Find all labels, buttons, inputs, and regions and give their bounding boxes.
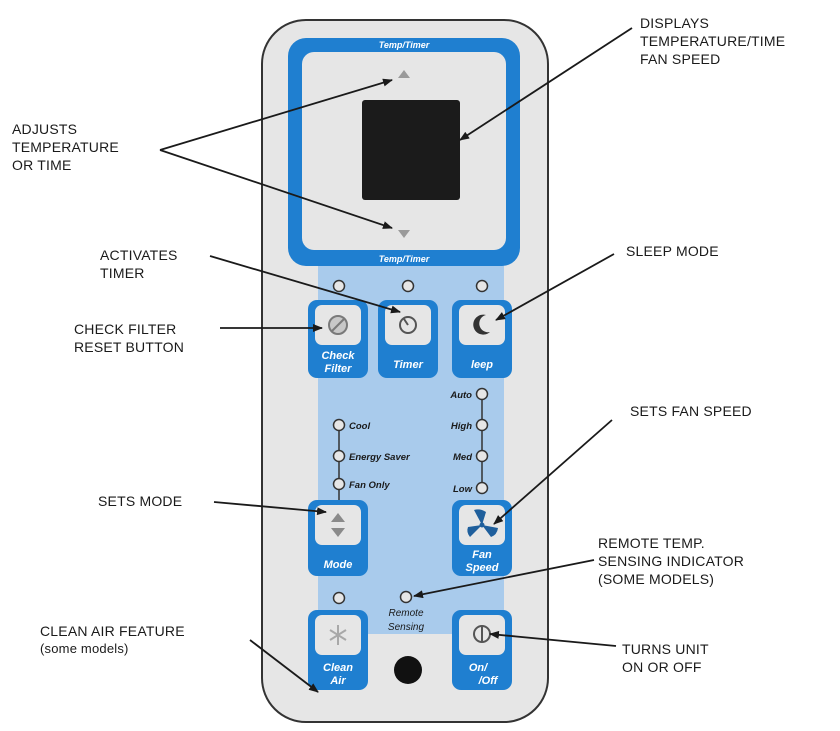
- arrow-activates: [209, 255, 401, 314]
- callout-clean-air-line-2: (some models): [40, 641, 129, 656]
- callout-adjusts: ADJUSTS TEMPERATURE OR TIME: [12, 120, 119, 174]
- callout-sleep-mode-line-1: SLEEP MODE: [626, 243, 719, 259]
- clean-air-label-2: Air: [329, 675, 346, 687]
- remote-sensing-label-1: Remote: [388, 608, 423, 619]
- fan-speed-label-2: Speed: [465, 562, 498, 574]
- callout-activates-line-1: ACTIVATES: [100, 247, 178, 263]
- callout-activates-line-2: TIMER: [100, 265, 145, 281]
- callout-displays: DISPLAYS TEMPERATURE/TIME FAN SPEED: [640, 14, 785, 68]
- fan-option-auto: Auto: [449, 390, 472, 401]
- arrow-clean-air: [249, 639, 319, 693]
- fan-speed-button[interactable]: Fan Speed: [452, 500, 512, 576]
- remote-sensing-led: [399, 590, 413, 604]
- callout-clean-air: CLEAN AIR FEATURE (some models): [40, 622, 185, 658]
- clean-air-label-1: Clean: [323, 662, 353, 674]
- timer-label: Timer: [393, 359, 423, 371]
- mode-option-cool: Cool: [349, 421, 370, 432]
- fan-speed-label-1: Fan: [472, 549, 492, 561]
- callout-remote-temp-line-3: (SOME MODELS): [598, 571, 715, 587]
- arrow-adjusts-down: [159, 149, 393, 229]
- fan-led-auto: [475, 387, 489, 401]
- callout-adjusts-line-2: TEMPERATURE: [12, 139, 119, 155]
- mode-led-fan-only: [332, 477, 346, 491]
- callout-adjusts-line-1: ADJUSTS: [12, 121, 78, 137]
- callout-check-filter-line-2: RESET BUTTON: [74, 339, 185, 355]
- on-off-label-1: On/: [469, 662, 489, 674]
- moon-icon: [473, 314, 490, 335]
- clean-air-led: [332, 591, 346, 605]
- callout-check-filter-line-1: CHECK FILTER: [74, 321, 177, 337]
- callout-sleep-mode: SLEEP MODE: [626, 242, 719, 260]
- callout-adjusts-line-3: OR TIME: [12, 157, 72, 173]
- callout-displays-line-3: FAN SPEED: [640, 51, 721, 67]
- fan-led-med: [475, 449, 489, 463]
- mode-led-cool: [332, 418, 346, 432]
- temp-down-arrow[interactable]: [398, 230, 410, 238]
- arrow-adjusts-up: [159, 78, 393, 151]
- sleep-label: leep: [471, 359, 493, 371]
- up-down-icon-lower: [331, 528, 345, 537]
- callout-displays-line-2: TEMPERATURE/TIME: [640, 33, 786, 49]
- callout-remote-temp: REMOTE TEMP. SENSING INDICATOR (SOME MOD…: [598, 534, 744, 588]
- up-down-icon: [331, 513, 345, 522]
- arrow-displays: [459, 27, 633, 141]
- ir-receiver: [394, 656, 422, 684]
- fan-led-low: [475, 481, 489, 495]
- sleep-led: [475, 279, 489, 293]
- timer-led: [401, 279, 415, 293]
- clean-air-icon: [329, 625, 347, 645]
- mode-option-fan-only: Fan Only: [349, 480, 390, 491]
- lcd-display: [362, 100, 460, 200]
- temp-up-arrow[interactable]: [398, 70, 410, 78]
- mode-led-energy-saver: [332, 449, 346, 463]
- sleep-button[interactable]: leep: [452, 300, 512, 378]
- fan-option-med: Med: [453, 452, 472, 463]
- fan-icon: [467, 509, 498, 537]
- clock-icon: [399, 316, 417, 334]
- mode-option-energy-saver: Energy Saver: [349, 452, 411, 463]
- frame-bottom-label: Temp/Timer: [379, 254, 430, 264]
- arrow-sleep: [495, 253, 615, 321]
- arrow-remote-temp: [413, 559, 595, 599]
- callout-check-filter: CHECK FILTER RESET BUTTON: [74, 320, 184, 356]
- callout-sets-mode-line-1: SETS MODE: [98, 493, 183, 509]
- arrow-sets-mode: [213, 501, 327, 516]
- callout-remote-temp-line-1: REMOTE TEMP.: [598, 535, 705, 551]
- check-filter-button[interactable]: Check Filter: [308, 300, 368, 378]
- on-off-label-2: /Off: [478, 675, 499, 687]
- frame-top-label: Temp/Timer: [379, 40, 430, 50]
- check-filter-label-2: Filter: [325, 363, 353, 375]
- callout-sets-fan-speed: SETS FAN SPEED: [630, 402, 752, 420]
- check-filter-led: [332, 279, 346, 293]
- remote-sensing-label-2: Sensing: [388, 622, 425, 633]
- fan-option-low: Low: [453, 484, 473, 495]
- callout-displays-line-1: DISPLAYS: [640, 15, 710, 31]
- callout-sets-fan-speed-line-1: SETS FAN SPEED: [630, 403, 752, 419]
- callout-turns-unit-line-1: TURNS UNIT: [622, 641, 709, 657]
- fan-led-high: [475, 418, 489, 432]
- callout-activates: ACTIVATES TIMER: [100, 246, 178, 282]
- check-filter-label-1: Check: [321, 350, 355, 362]
- mode-label: Mode: [324, 559, 353, 571]
- fan-option-high: High: [451, 421, 472, 432]
- arrow-turns-unit: [489, 630, 617, 647]
- callout-clean-air-line-1: CLEAN AIR FEATURE: [40, 623, 185, 639]
- callout-turns-unit-line-2: ON OR OFF: [622, 659, 702, 675]
- callout-turns-unit: TURNS UNIT ON OR OFF: [622, 640, 709, 676]
- arrow-fan-speed: [493, 419, 613, 525]
- on-off-button[interactable]: On/ /Off: [452, 610, 512, 690]
- callout-sets-mode: SETS MODE: [98, 492, 182, 510]
- callout-remote-temp-line-2: SENSING INDICATOR: [598, 553, 745, 569]
- clean-air-button[interactable]: Clean Air: [308, 610, 368, 690]
- timer-button[interactable]: Timer: [378, 300, 438, 378]
